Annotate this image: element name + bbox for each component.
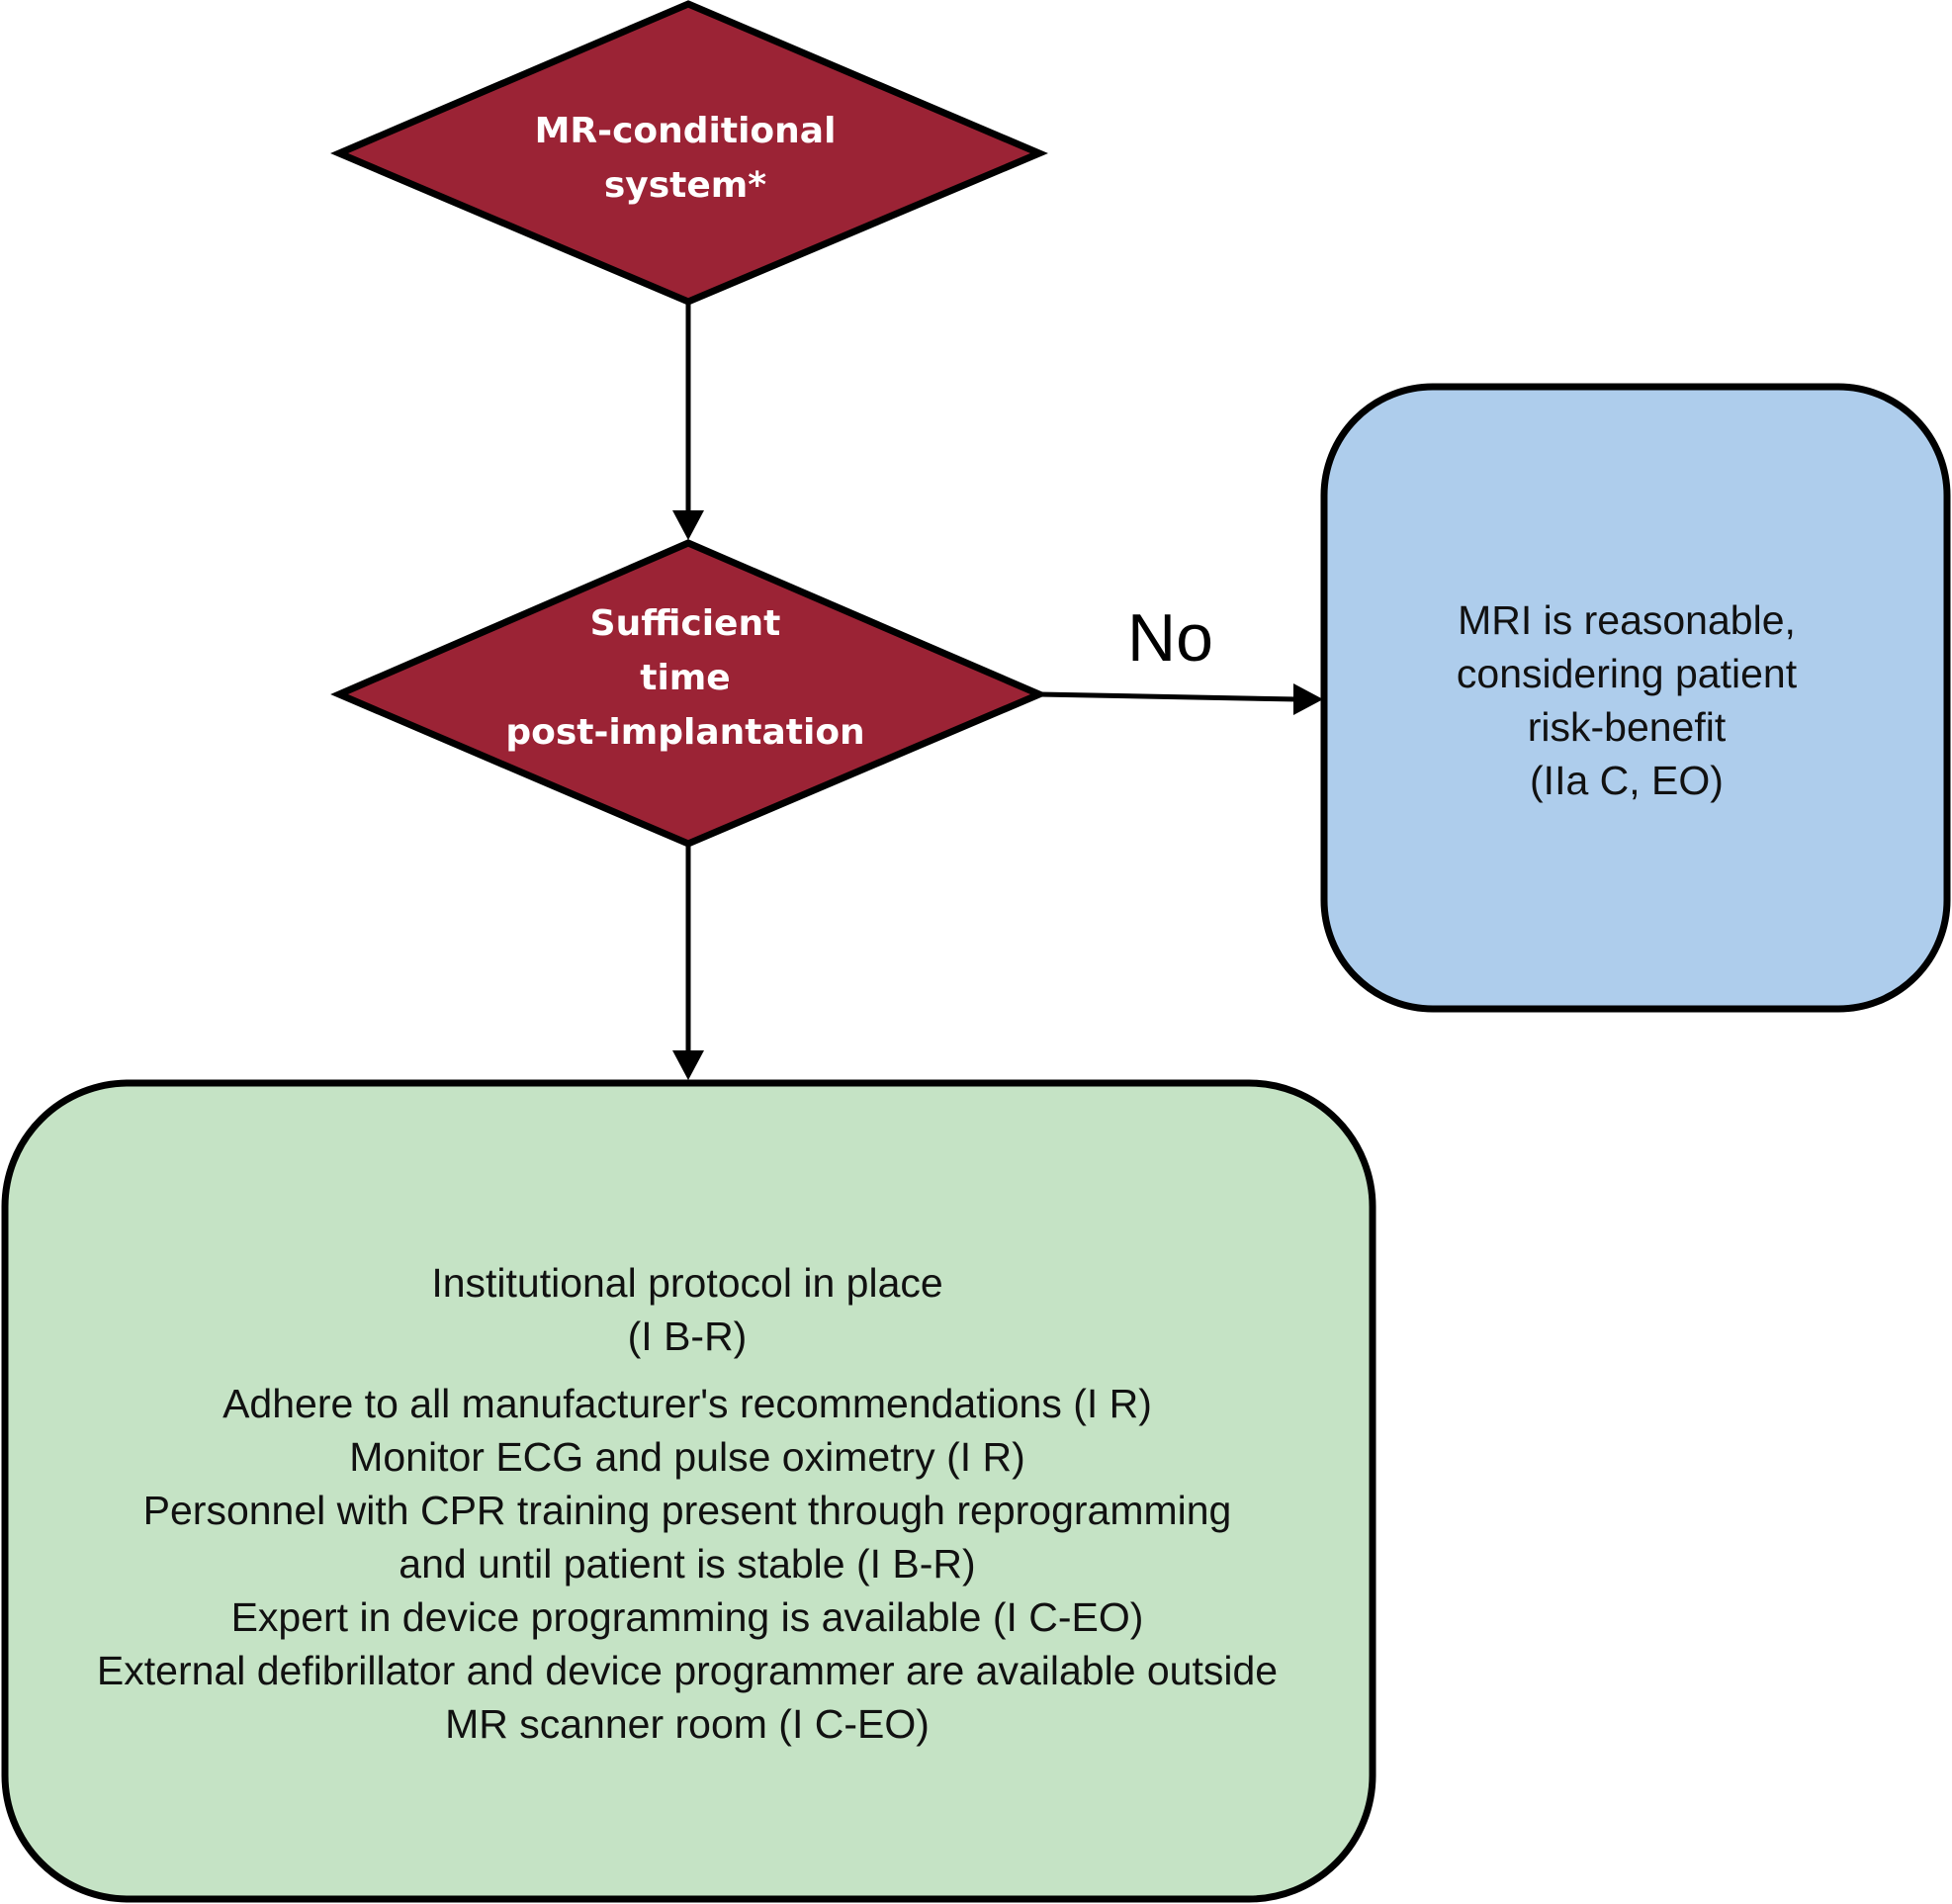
outcome-protocol-text: Institutional protocol in place (I B-R) … (10, 1256, 1365, 1751)
decision-mr-conditional-label: MR-conditional system* (488, 104, 883, 213)
decision-sufficient-time-line-3: post-implantation (505, 712, 865, 753)
protocol-heading-class: (I B-R) (627, 1314, 748, 1359)
arrowhead-right-icon (1293, 683, 1323, 715)
protocol-item: MR scanner room (I C-EO) (445, 1701, 930, 1747)
outcome-reasonable-line-4: (IIa C, EO) (1530, 758, 1724, 803)
decision-sufficient-time-line-1: Sufficient (589, 603, 781, 644)
protocol-item: Monitor ECG and pulse oximetry (I R) (349, 1434, 1025, 1480)
outcome-reasonable-line-2: considering patient (1456, 651, 1798, 696)
arrowhead-down-icon (672, 510, 704, 540)
decision-diamond-sufficient-time (330, 539, 1048, 848)
decision-sufficient-time-label: Sufficient time post-implantation (438, 596, 932, 760)
decision-sufficient-time-line-2: time (640, 658, 731, 698)
outcome-box-reasonable (1320, 383, 1951, 1013)
outcome-box-protocol (1, 1079, 1376, 1903)
protocol-item: Expert in device programming is availabl… (230, 1594, 1144, 1640)
outcome-reasonable-text: MRI is reasonable, considering patient r… (1325, 593, 1928, 807)
protocol-item: Personnel with CPR training present thro… (142, 1488, 1232, 1533)
decision-mr-conditional-line-1: MR-conditional (534, 111, 837, 151)
edge-label-no: No (1127, 600, 1213, 676)
decision-diamond-mr-conditional (330, 0, 1048, 306)
protocol-item: Adhere to all manufacturer's recommendat… (222, 1381, 1152, 1426)
protocol-item: and until patient is stable (I B-R) (399, 1541, 976, 1587)
arrowhead-down-icon (672, 1050, 704, 1080)
protocol-heading: Institutional protocol in place (431, 1260, 943, 1306)
protocol-item: External defibrillator and device progra… (96, 1648, 1279, 1693)
outcome-reasonable-line-3: risk-benefit (1527, 704, 1727, 750)
connector-no-branch (1038, 691, 1298, 702)
decision-mr-conditional-line-2: system* (603, 165, 767, 206)
protocol-gap (10, 1363, 1365, 1377)
outcome-reasonable-line-1: MRI is reasonable, (1458, 597, 1796, 643)
